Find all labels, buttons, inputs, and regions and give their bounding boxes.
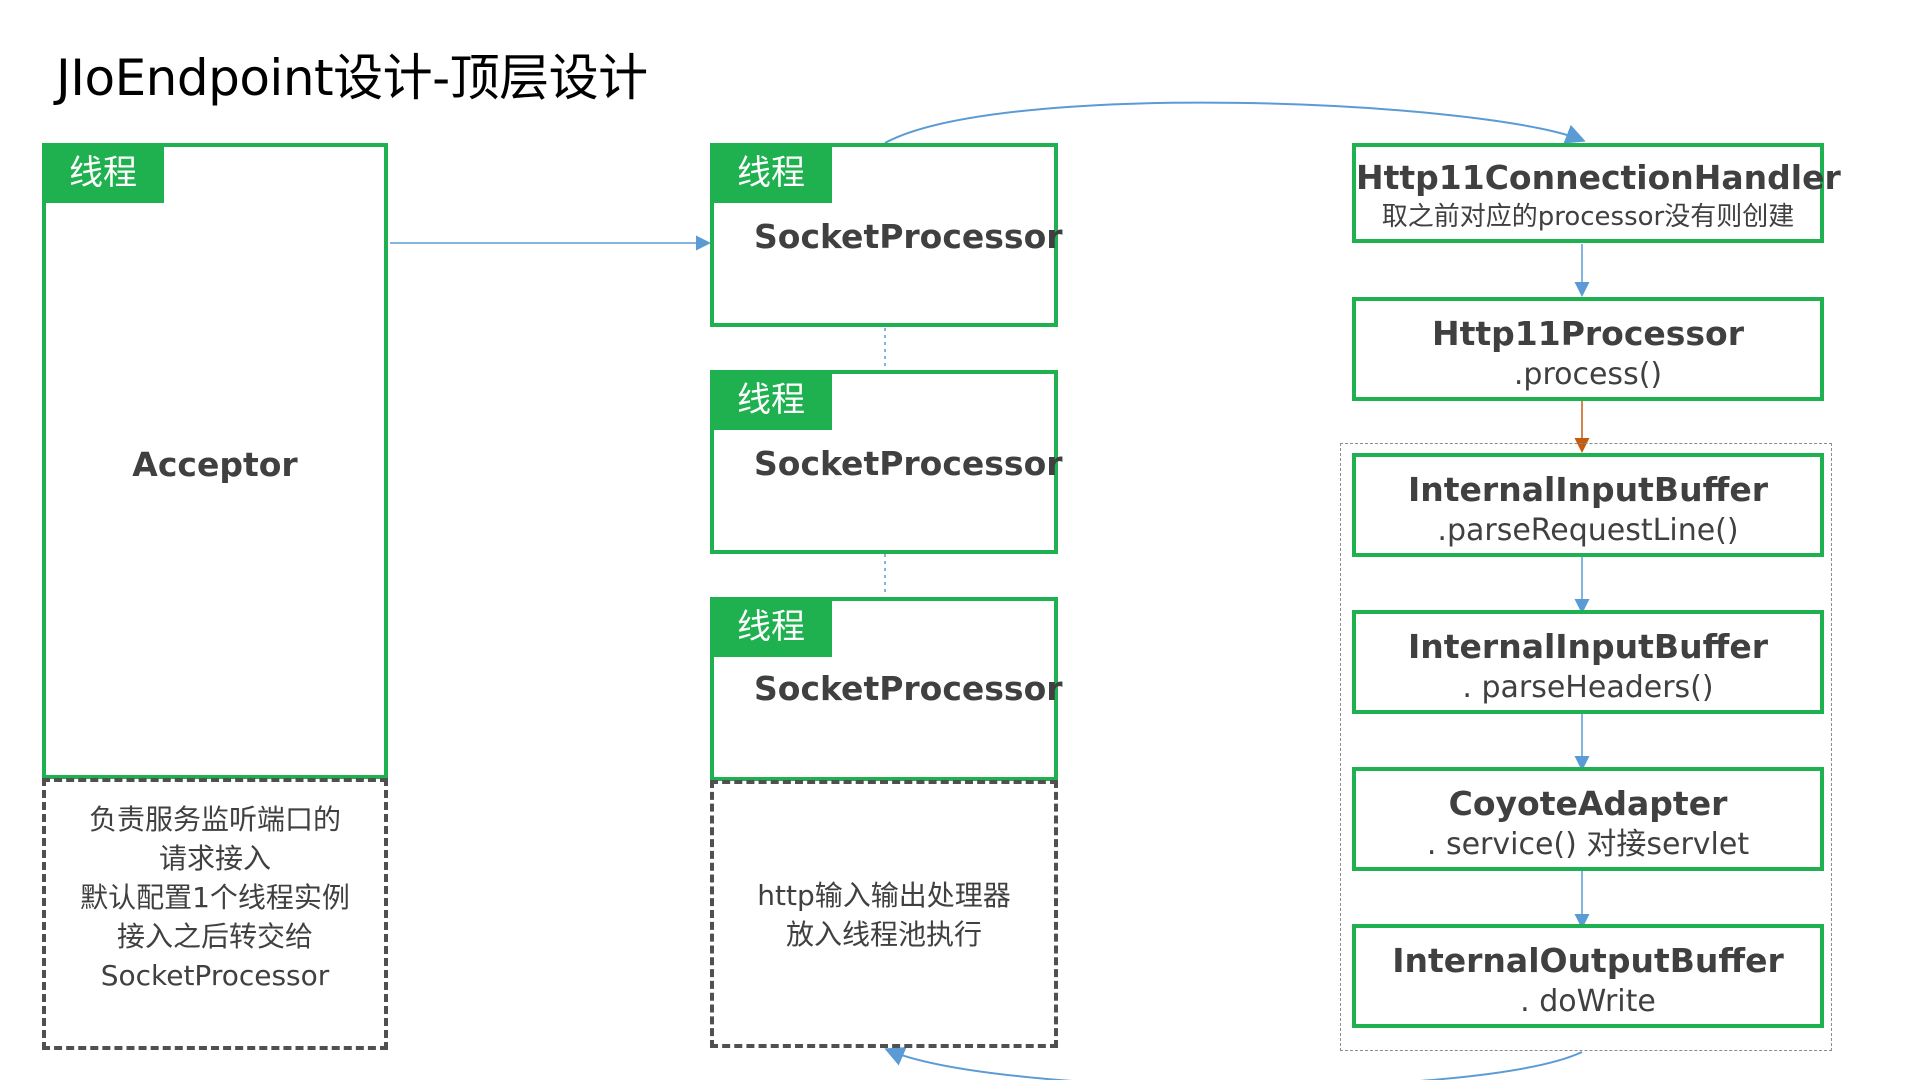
thread-pool-description-box: http输入输出处理器 放入线程池执行 xyxy=(710,780,1058,1048)
box-name: InternalInputBuffer xyxy=(1408,627,1768,666)
pool-desc-line: 放入线程池执行 xyxy=(785,918,982,951)
acceptor-desc-line: 默认配置1个线程实例 xyxy=(80,881,350,914)
socketprocessor-label: SocketProcessor xyxy=(754,217,1063,256)
box-subtitle: .process() xyxy=(1513,357,1663,392)
http11-connection-handler-box: Http11ConnectionHandler 取之前对应的processor没… xyxy=(1352,143,1841,243)
output-buffer-box: InternalOutputBuffer . doWrite xyxy=(1352,924,1824,1028)
box-subtitle: 取之前对应的processor没有则创建 xyxy=(1381,202,1795,232)
box-subtitle: . service() 对接servlet xyxy=(1426,827,1750,862)
box-subtitle: .parseRequestLine() xyxy=(1437,513,1739,548)
input-buffer-requestline-box: InternalInputBuffer .parseRequestLine() xyxy=(1352,453,1824,557)
acceptor-desc-line: SocketProcessor xyxy=(100,959,330,992)
acceptor-box: 线程 Acceptor xyxy=(42,143,388,779)
acceptor-desc-line: 接入之后转交给 xyxy=(116,920,313,953)
box-name: InternalInputBuffer xyxy=(1408,470,1768,509)
http11-processor-box: Http11Processor .process() xyxy=(1352,297,1824,401)
box-name: Http11Processor xyxy=(1431,314,1745,353)
thread-tag: 线程 xyxy=(710,597,832,657)
pool-desc-line: http输入输出处理器 xyxy=(757,879,1011,912)
thread-pool-description: http输入输出处理器 放入线程池执行 xyxy=(714,876,1054,954)
acceptor-label: Acceptor xyxy=(132,445,298,484)
box-name: InternalOutputBuffer xyxy=(1392,941,1784,980)
socketprocessor-label: SocketProcessor xyxy=(754,669,1063,708)
socketprocessor-box-3: 线程 SocketProcessor xyxy=(710,597,1063,781)
coyote-adapter-box: CoyoteAdapter . service() 对接servlet xyxy=(1352,767,1824,871)
box-subtitle: . doWrite xyxy=(1520,984,1656,1019)
socketprocessor-label: SocketProcessor xyxy=(754,444,1063,483)
input-buffer-headers-box: InternalInputBuffer . parseHeaders() xyxy=(1352,610,1824,714)
thread-tag: 线程 xyxy=(42,143,164,203)
box-name: CoyoteAdapter xyxy=(1448,784,1728,823)
box-name: Http11ConnectionHandler xyxy=(1356,158,1841,197)
socketprocessor-box-2: 线程 SocketProcessor xyxy=(710,370,1063,554)
box-subtitle: . parseHeaders() xyxy=(1462,670,1714,705)
arrow-curve-top xyxy=(884,101,1586,144)
arrow-curve-bottom xyxy=(884,1047,1583,1080)
thread-tag: 线程 xyxy=(710,143,832,203)
page-title: JIoEndpoint设计-顶层设计 xyxy=(56,49,648,107)
input-output-group xyxy=(1340,443,1832,1051)
acceptor-desc-line: 请求接入 xyxy=(158,842,271,875)
acceptor-description-box: 负责服务监听端口的 请求接入 默认配置1个线程实例 接入之后转交给 Socket… xyxy=(42,778,388,1050)
socketprocessor-box-1: 线程 SocketProcessor xyxy=(710,143,1063,327)
thread-tag: 线程 xyxy=(710,370,832,430)
acceptor-description: 负责服务监听端口的 请求接入 默认配置1个线程实例 接入之后转交给 Socket… xyxy=(46,800,384,995)
acceptor-desc-line: 负责服务监听端口的 xyxy=(88,803,341,836)
